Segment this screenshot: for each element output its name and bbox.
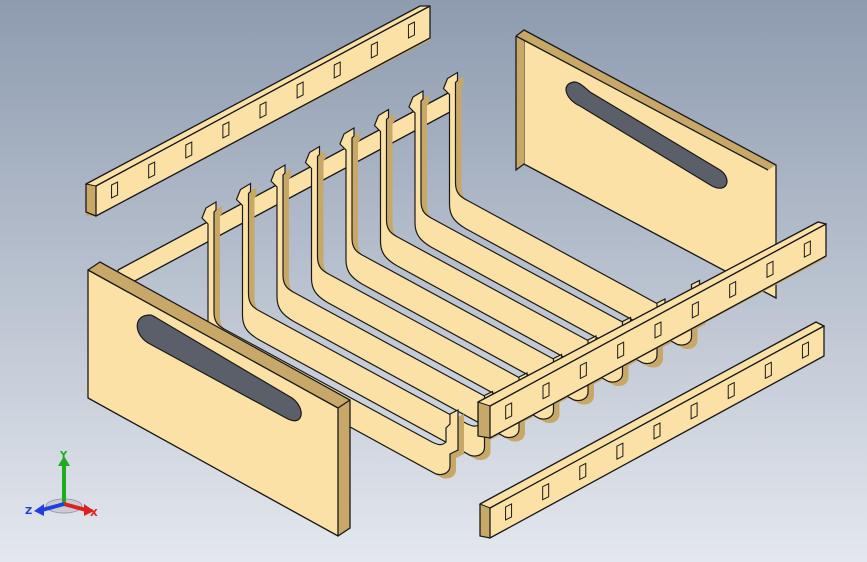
rail-front-upper-slot: [617, 341, 625, 360]
end-panel-front-left[interactable]: [87, 261, 351, 537]
rail-front-lower-slot: [764, 361, 772, 380]
rail-top-left-slot: [407, 21, 415, 39]
z-axis-label: Z: [25, 506, 32, 517]
rail-front-lower-slot: [542, 482, 550, 501]
y-arrow-icon: [58, 456, 70, 466]
rail-top-left-slot: [222, 121, 230, 139]
rail-front-lower-slot: [505, 503, 513, 521]
x-arrow-icon: [84, 504, 94, 516]
rail-front-upper-slot: [803, 240, 811, 258]
rail-front-upper-slot: [654, 321, 662, 339]
rail-front-upper-slot: [542, 381, 550, 400]
rail-front-lower-slot: [653, 422, 661, 440]
rail-top-left-slot: [333, 61, 341, 79]
rail-top-left-slot: [111, 181, 119, 199]
rail-slots: [111, 21, 811, 521]
x-axis-label: X: [90, 508, 98, 519]
rail-top-left-slot: [296, 81, 304, 99]
rail-front-upper-slot: [579, 361, 587, 380]
z-arrow-icon: [34, 504, 44, 516]
rail-front-lower-slot: [727, 381, 735, 400]
orientation-triad: Y X Z: [25, 450, 98, 519]
rail-front-upper-slot: [729, 280, 737, 299]
y-axis-label: Y: [59, 450, 68, 461]
rail-front-lower-slot: [690, 401, 698, 420]
divider-2-face: [235, 182, 494, 457]
rail-front-upper-slot: [766, 260, 774, 279]
rail-top-left-slot: [370, 41, 378, 59]
rail-top-left-slot: [148, 161, 156, 179]
rail-front-lower-slot: [801, 341, 809, 359]
end-panel-back-right[interactable]: [515, 29, 777, 300]
rail-front-upper-slot: [691, 300, 699, 319]
rail-top-left-slot: [185, 141, 193, 159]
rail-front-lower-slot: [579, 462, 587, 481]
divider-2[interactable]: [235, 182, 499, 461]
rail-front-lower-slot: [616, 442, 624, 461]
rail-top-left-slot: [259, 101, 267, 119]
z-axis-icon: [41, 502, 65, 512]
x-axis-icon: [63, 502, 87, 512]
rail-front-upper-slot: [505, 402, 513, 420]
